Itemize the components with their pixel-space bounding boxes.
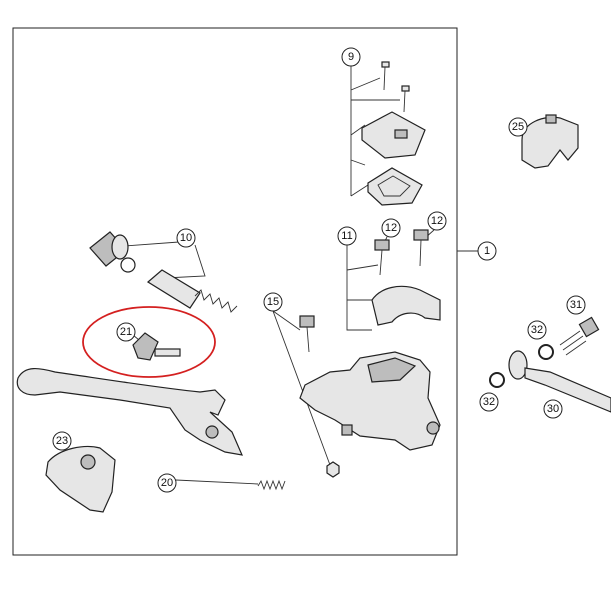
clamp-25: [521, 116, 579, 169]
cap-detail: [394, 129, 408, 139]
washer-32: [538, 344, 554, 360]
diaphragm: [367, 167, 423, 206]
brake-lever: [16, 368, 243, 456]
assembly-frame: [12, 27, 458, 556]
handlebar-clamp-11: [371, 285, 441, 326]
piston: [146, 269, 201, 309]
svg-text:23: 23: [56, 435, 68, 447]
clamp-25-nipple: [545, 114, 557, 124]
banjo-bolt-31: [559, 316, 600, 356]
callout-21: 21: [116, 322, 136, 342]
svg-text:12: 12: [385, 222, 397, 234]
svg-text:9: 9: [348, 51, 354, 63]
svg-text:1: 1: [484, 245, 490, 257]
callout-10: 10: [176, 228, 196, 248]
callout-12-b: 12: [427, 211, 447, 231]
reservoir-screw-2: [401, 85, 410, 113]
adjuster-21: [132, 332, 159, 361]
svg-text:20: 20: [161, 477, 173, 489]
return-spring: [194, 289, 238, 313]
callout-32-b: 32: [479, 392, 499, 412]
callout-11: 11: [337, 226, 357, 246]
svg-text:30: 30: [547, 403, 559, 415]
master-cylinder-body: [299, 351, 441, 451]
svg-text:25: 25: [512, 121, 524, 133]
svg-text:21: 21: [120, 326, 132, 338]
clamp-bolt-12: [374, 239, 390, 276]
circlip: [120, 257, 136, 273]
clamp-bolt-12-2: [413, 229, 429, 267]
callout-31: 31: [566, 295, 586, 315]
callout-32: 32: [527, 320, 547, 340]
highlight-circle-21: [82, 306, 216, 378]
callout-12: 12: [381, 218, 401, 238]
svg-text:11: 11: [341, 230, 352, 242]
svg-text:12: 12: [431, 215, 443, 227]
svg-text:32: 32: [483, 396, 495, 408]
svg-text:32: 32: [531, 324, 543, 336]
callout-30: 30: [543, 399, 563, 419]
callout-15: 15: [263, 292, 283, 312]
reservoir-screw: [381, 61, 390, 91]
nut: [326, 461, 340, 478]
svg-text:31: 31: [570, 299, 582, 311]
svg-text:10: 10: [180, 232, 192, 244]
banjo-fitting: [508, 350, 528, 380]
callout-1: 1: [477, 241, 497, 261]
reservoir-cap: [361, 111, 426, 159]
pivot-bolt-20: [257, 479, 286, 491]
svg-text:15: 15: [267, 296, 279, 308]
adjuster-pin: [154, 348, 181, 357]
bolt-15: [299, 315, 315, 328]
callout-9: 9: [341, 47, 361, 67]
washer-32-2: [489, 372, 505, 388]
callout-23: 23: [52, 431, 72, 451]
lever-cover-23: [45, 445, 116, 513]
callout-20: 20: [157, 473, 177, 493]
brake-hose-30: [524, 367, 611, 413]
callout-25: 25: [508, 117, 528, 137]
